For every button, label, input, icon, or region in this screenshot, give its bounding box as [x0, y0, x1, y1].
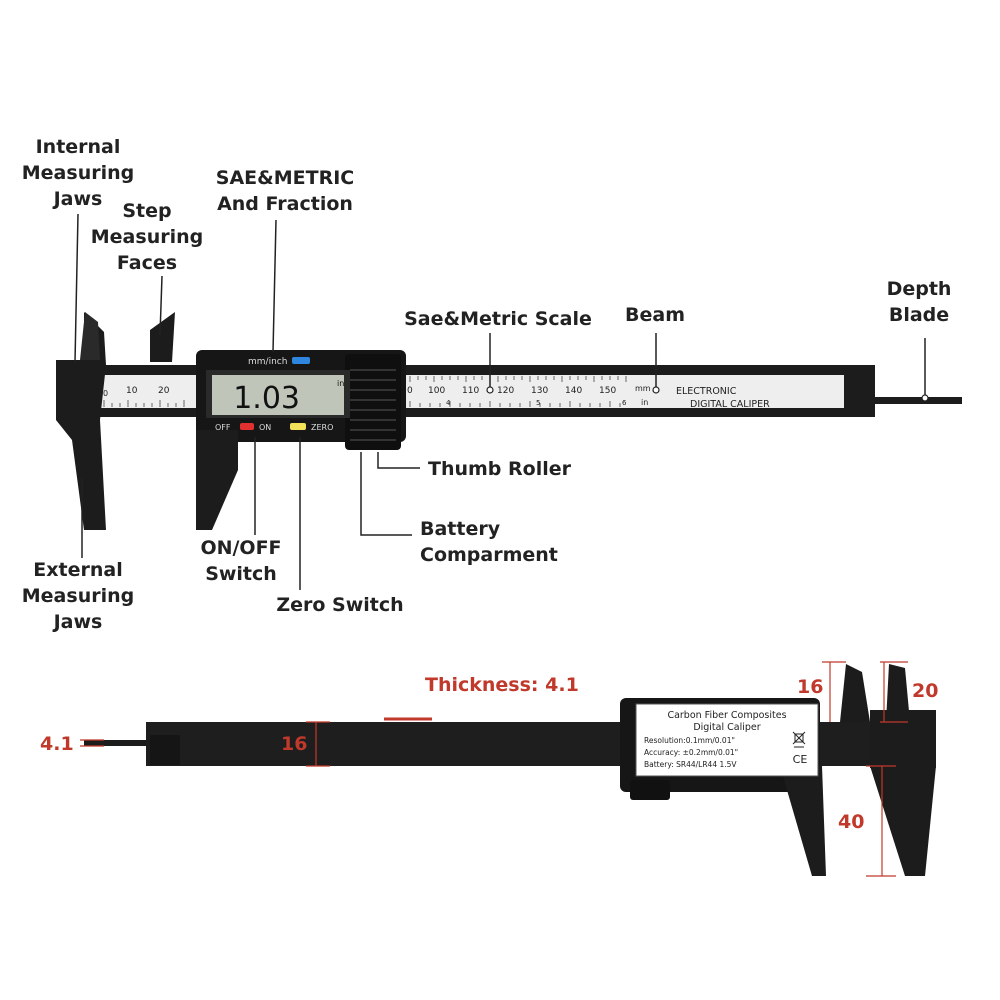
unit-button-label: mm/inch	[248, 357, 287, 367]
depth-blade	[870, 397, 962, 404]
zero-button	[290, 423, 306, 430]
inch-6: 6	[622, 399, 627, 407]
bottom-lower-jaw-1	[780, 766, 826, 876]
spec-label-card	[635, 703, 819, 777]
callout-lines	[74, 213, 926, 590]
off-label: OFF	[215, 423, 231, 432]
thumb-roller-shape	[345, 354, 401, 450]
scale-120: 120	[497, 386, 514, 396]
label-internal-jaws: Internal Measuring Jaws	[21, 136, 135, 210]
label-on-off: ON/OFF Switch	[200, 537, 282, 585]
label-depth-blade: Depth Blade	[886, 278, 952, 326]
unit-button	[292, 357, 310, 364]
spec-battery: Battery: SR44/LR44 1.5V	[644, 760, 737, 769]
top-caliper: 1.03 in mm/inch OFF ON ZERO 0 10 20 0 10…	[56, 213, 962, 590]
spec-resolution: Resolution:0.1mm/0.01"	[644, 736, 735, 745]
dim-jaw-bottom-40: 40	[838, 811, 865, 833]
step-jaw	[150, 312, 175, 362]
beam-text-2: DIGITAL CALIPER	[690, 399, 770, 410]
dim-thickness: Thickness: 4.1	[425, 674, 579, 696]
lcd-value: 1.03	[233, 381, 300, 416]
dimension-lines	[80, 661, 908, 877]
scale-150: 150	[599, 386, 616, 396]
label-sae-fraction: SAE&METRIC And Fraction	[215, 167, 355, 215]
bottom-lower-jaw-2	[870, 766, 936, 876]
moving-jaw	[196, 430, 238, 530]
on-off-button	[240, 423, 254, 430]
dim-blade-thickness: 4.1	[40, 733, 74, 755]
beam-text-1: ELECTRONIC	[676, 386, 737, 397]
label-thumb-roller: Thumb Roller	[428, 458, 571, 480]
label-beam: Beam	[625, 304, 685, 326]
scale-10: 10	[126, 386, 138, 396]
zero-label: ZERO	[311, 423, 333, 432]
bottom-top-jaw-2	[886, 664, 910, 722]
on-label: ON	[259, 423, 271, 432]
fixed-jaw	[56, 312, 106, 530]
scale-140: 140	[565, 386, 582, 396]
label-battery: Battery Comparment	[420, 518, 558, 566]
inch-4: 4	[446, 399, 451, 407]
scale-100: 100	[428, 386, 445, 396]
bottom-caliper: Carbon Fiber Composites Digital Caliper …	[80, 661, 936, 877]
label-step-faces: Step Measuring Faces	[90, 200, 204, 274]
dim-jaw-top-20: 20	[912, 680, 939, 702]
lcd-unit: in	[337, 379, 344, 388]
scale-130: 130	[531, 386, 548, 396]
scale-ticks	[103, 376, 627, 407]
dim-jaw-top-16: 16	[797, 676, 824, 698]
label-external-jaws: External Measuring Jaws	[21, 559, 135, 633]
scale-110: 110	[462, 386, 479, 396]
spec-title-1: Carbon Fiber Composites	[667, 710, 786, 721]
bottom-top-jaw-1	[840, 664, 870, 722]
weee-icon	[792, 731, 806, 748]
lcd-screen	[212, 375, 344, 415]
unit-mm: mm	[635, 384, 651, 393]
bottom-depth-blade	[84, 740, 150, 746]
scale-r-0: 0	[407, 386, 413, 396]
inch-5: 5	[536, 399, 540, 407]
label-sae-scale: Sae&Metric Scale	[404, 308, 592, 330]
dim-beam-height: 16	[281, 733, 308, 755]
label-zero-switch: Zero Switch	[276, 594, 404, 616]
scale-20: 20	[158, 386, 170, 396]
unit-in: in	[641, 398, 648, 407]
ce-mark: CE	[793, 753, 808, 766]
internal-jaw-tip	[80, 312, 100, 360]
spec-title-2: Digital Caliper	[693, 722, 760, 733]
scale-0: 0	[103, 389, 108, 398]
spec-accuracy: Accuracy: ±0.2mm/0.01"	[644, 748, 738, 757]
